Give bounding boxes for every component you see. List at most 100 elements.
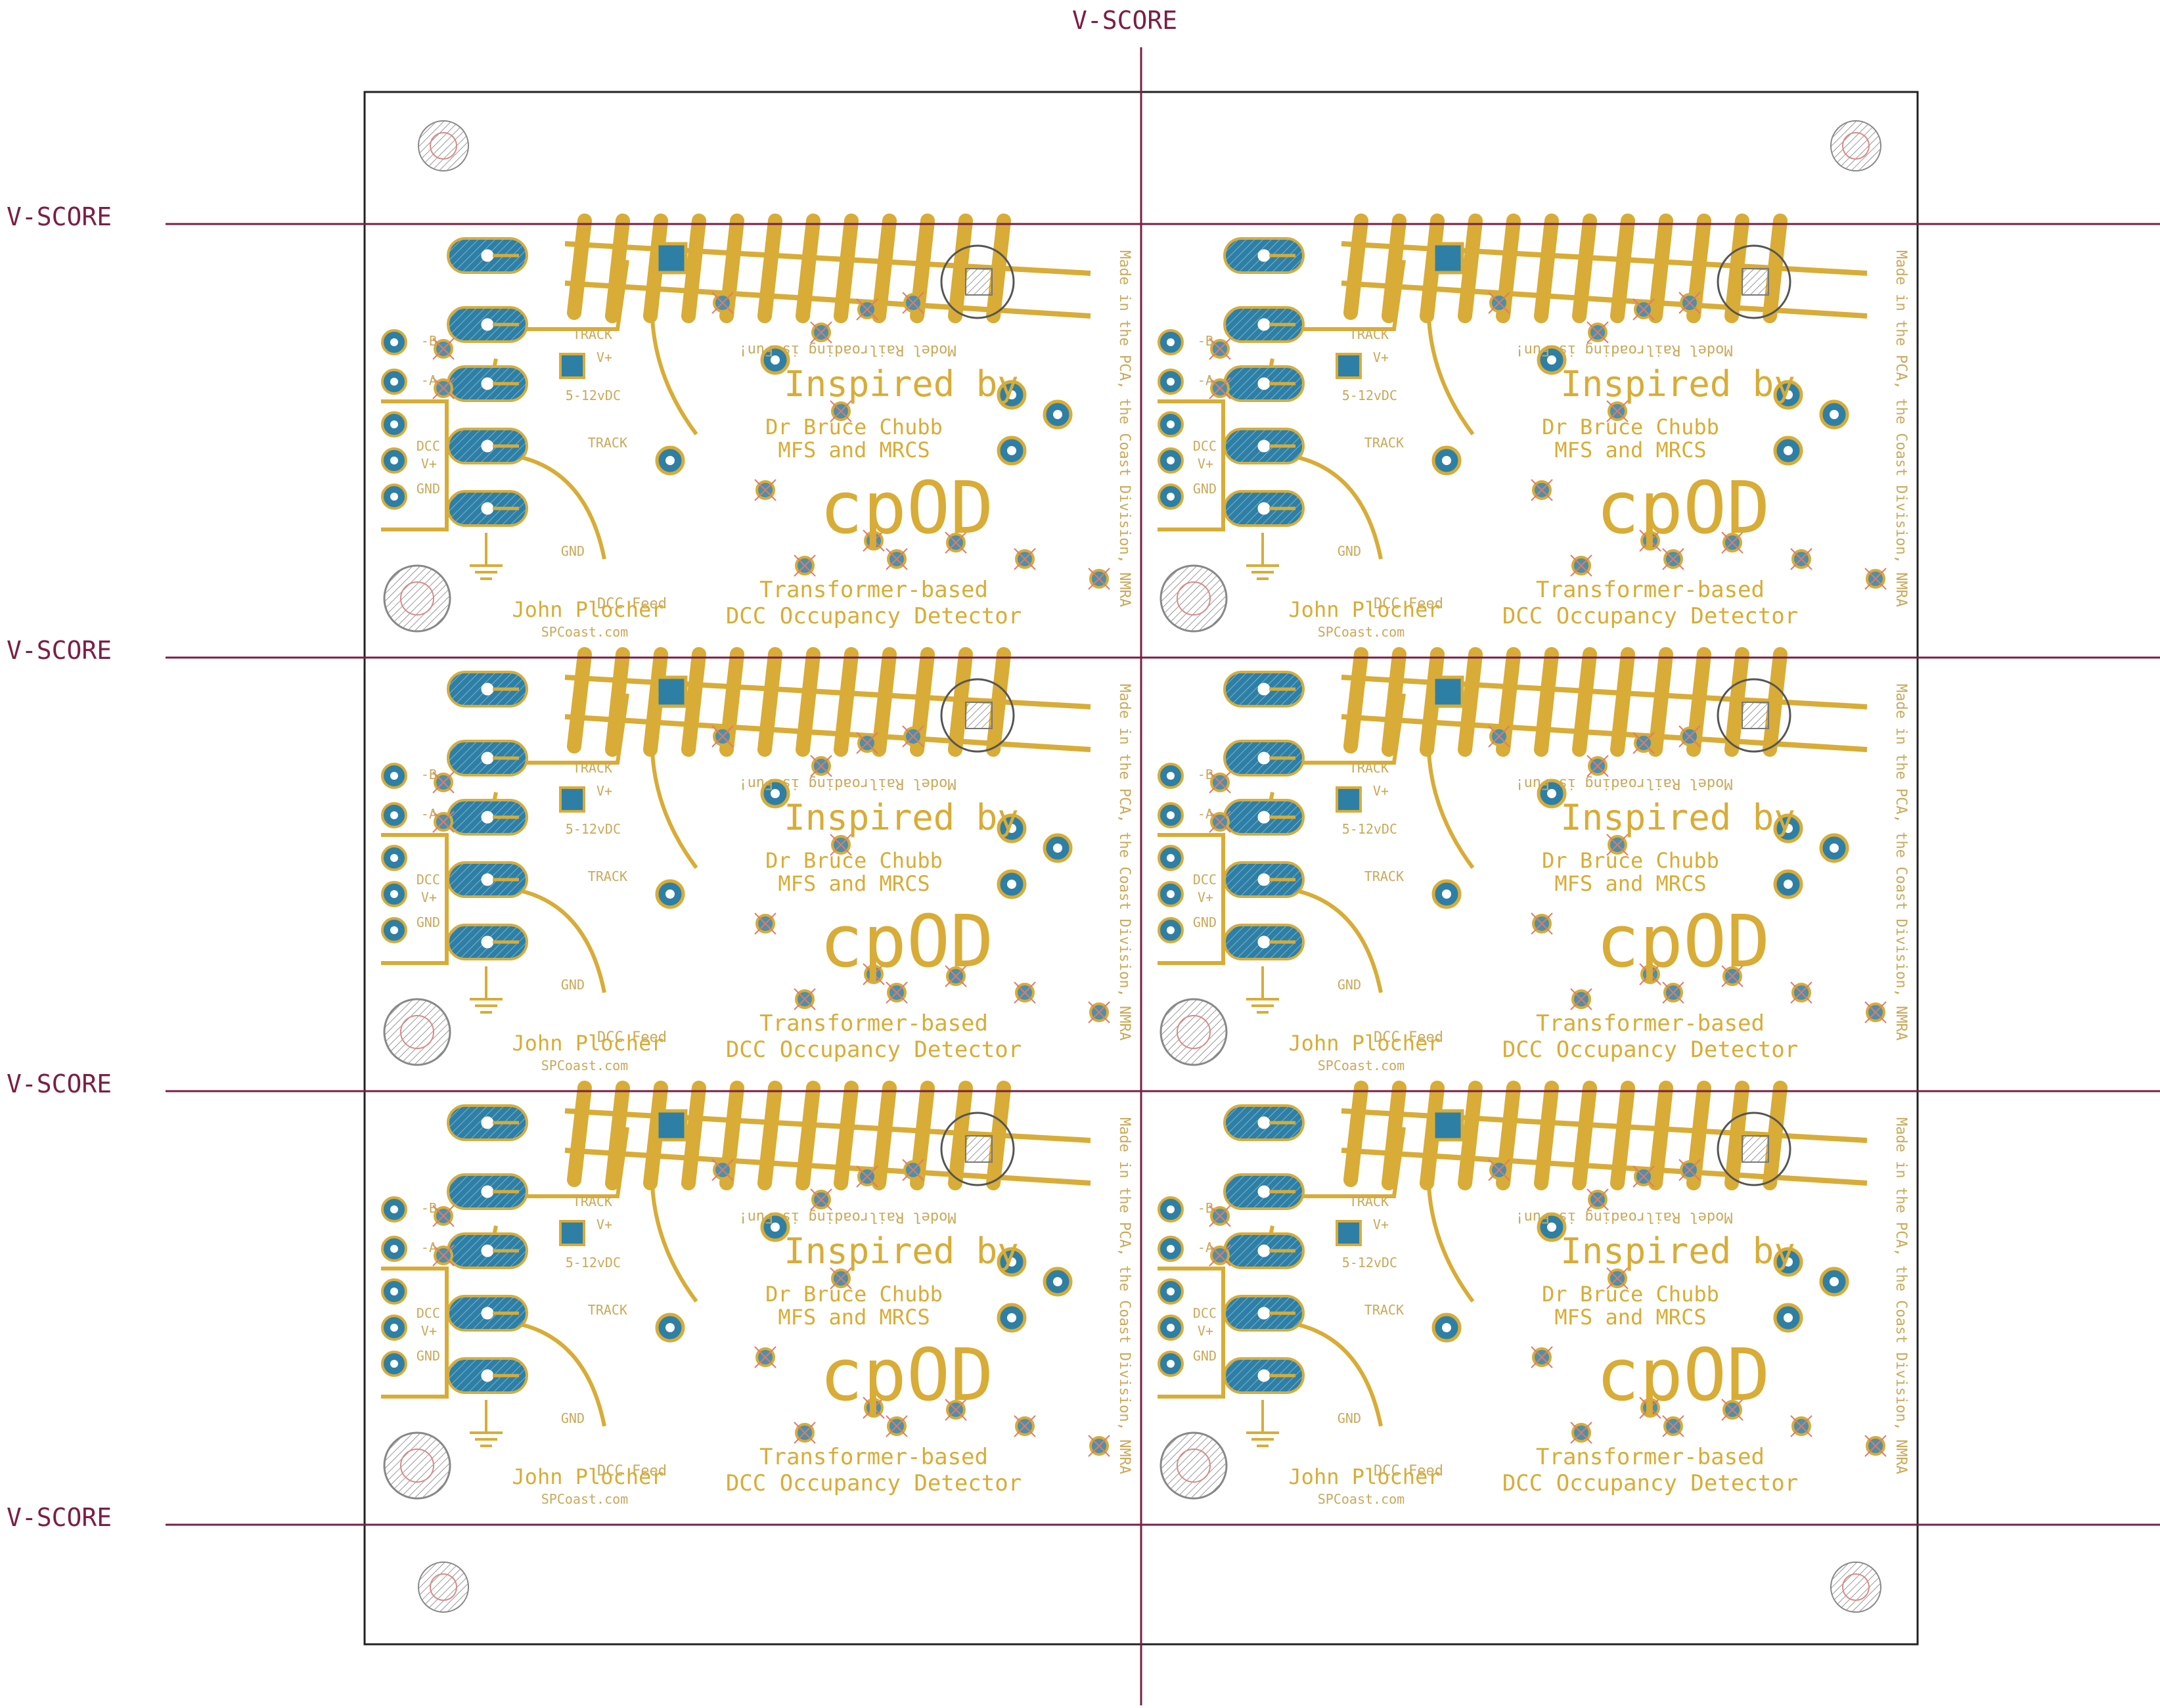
header-pad-drill — [1257, 502, 1271, 515]
track-hole-core — [1742, 1135, 1769, 1163]
desc-detector: DCC Occupancy Detector — [1502, 1037, 1798, 1063]
label-vplus: V+ — [596, 1217, 612, 1232]
label-dcc-feed: DCC Feed — [1374, 1029, 1443, 1046]
desc-detector: DCC Occupancy Detector — [726, 603, 1022, 629]
label-a: -A — [1198, 806, 1213, 822]
label-dcc: DCC — [1193, 872, 1217, 888]
label-dcc-feed: DCC Feed — [597, 596, 667, 612]
trace — [526, 1127, 629, 1198]
via-mark — [1790, 1415, 1812, 1437]
label-slogan: Model Railroading is Fun! — [1515, 1209, 1732, 1225]
title-bruce-chubb: Dr Bruce Chubb — [765, 1282, 943, 1307]
rail-tie — [796, 647, 821, 757]
via-mark — [711, 725, 734, 748]
trace — [381, 1267, 449, 1399]
small-pad-drill — [390, 378, 398, 386]
label-gnd-2: GND — [561, 977, 585, 993]
via-mark — [754, 479, 776, 501]
via-mark — [830, 400, 852, 422]
via-mark — [856, 298, 878, 321]
round-pad-drill — [1007, 880, 1016, 889]
header-pad-drill — [481, 318, 494, 331]
mount-hole-ring — [1177, 1449, 1211, 1483]
track-rails — [564, 214, 1091, 323]
small-pad-drill — [1167, 926, 1175, 934]
rail-tie — [1648, 647, 1673, 757]
trace — [1158, 833, 1225, 965]
header-pad-drill — [1257, 1116, 1271, 1129]
rail-tie — [872, 647, 897, 757]
header-pad-drill — [1257, 683, 1271, 696]
header-pad-drill — [1257, 439, 1271, 453]
label-track: TRACK — [573, 760, 612, 776]
via-mark — [1678, 292, 1701, 314]
via-mark — [886, 548, 908, 570]
rail-tie — [605, 214, 630, 323]
ground-symbol — [470, 966, 503, 1014]
title-inspired-by: Inspired by — [784, 1230, 1019, 1272]
via-mark — [886, 981, 908, 1004]
side-text: Made in the PCA, the Coast Division, NMR… — [1116, 250, 1133, 607]
via-mark — [945, 531, 967, 554]
small-pad-drill — [1167, 854, 1175, 862]
label-slogan: Model Railroading is Fun! — [738, 775, 956, 792]
small-pad-drill — [1167, 1360, 1175, 1368]
mount-hole-ring — [400, 581, 434, 616]
via-mark — [1570, 1422, 1592, 1444]
via-mark — [1721, 1399, 1744, 1421]
label-slogan: Model Railroading is Fun! — [738, 342, 956, 358]
rail-tie — [1572, 214, 1597, 323]
via-mark — [1662, 981, 1684, 1004]
rail-top — [1341, 675, 1868, 709]
label-track-2: TRACK — [1364, 868, 1404, 884]
rail-tie — [1343, 214, 1368, 320]
via-mark — [432, 377, 455, 399]
author-site: SPCoast.com — [541, 1491, 628, 1507]
rail-tie — [1458, 214, 1483, 323]
desc-detector: DCC Occupancy Detector — [726, 1470, 1022, 1496]
via-mark — [1088, 568, 1110, 590]
small-square-pad — [559, 786, 585, 813]
label-vplus-2: V+ — [1198, 1323, 1213, 1339]
mount-hole — [383, 998, 451, 1066]
via-mark — [754, 1346, 776, 1368]
label-gnd-2: GND — [1338, 977, 1361, 993]
track-hole — [1717, 1112, 1791, 1186]
round-pad-drill — [1547, 1223, 1556, 1232]
panel-mounting-holes — [418, 120, 1881, 1613]
trace — [381, 833, 449, 965]
via-mark — [1570, 554, 1592, 577]
via-mark — [830, 1267, 852, 1290]
round-pad-drill — [1442, 456, 1451, 465]
via-mark — [1531, 479, 1553, 501]
via-mark — [830, 834, 852, 856]
via-mark — [863, 529, 885, 552]
via-mark — [1531, 1346, 1553, 1368]
round-pad-drill — [1830, 410, 1839, 419]
label-b: -B — [1198, 767, 1213, 782]
rail-tie — [757, 1081, 782, 1190]
logo-cpod: cpOD — [1596, 1333, 1770, 1417]
small-pad-drill — [390, 1205, 398, 1213]
author-site: SPCoast.com — [541, 1058, 628, 1073]
header-pad-drill — [1257, 1307, 1271, 1320]
small-square-pad — [559, 353, 585, 379]
via-mark — [810, 755, 832, 777]
small-pad-drill — [390, 811, 398, 819]
round-pad-drill — [1784, 824, 1793, 833]
label-slogan: Model Railroading is Fun! — [738, 1209, 956, 1225]
track-hole-core — [965, 702, 993, 729]
desc-transformer: Transformer-based — [759, 1444, 988, 1470]
title-inspired-by: Inspired by — [1560, 1230, 1795, 1272]
panel-hole-4 — [1830, 1562, 1881, 1613]
via-mark — [754, 912, 776, 935]
mount-hole-ring — [1177, 1015, 1211, 1049]
trace — [1426, 1127, 1475, 1303]
round-pad-drill — [771, 1223, 780, 1232]
mount-hole — [1159, 998, 1228, 1066]
label-vplus: V+ — [1373, 1217, 1389, 1232]
via-mark — [810, 1188, 832, 1211]
panel-hole-ring-3 — [430, 1573, 457, 1601]
